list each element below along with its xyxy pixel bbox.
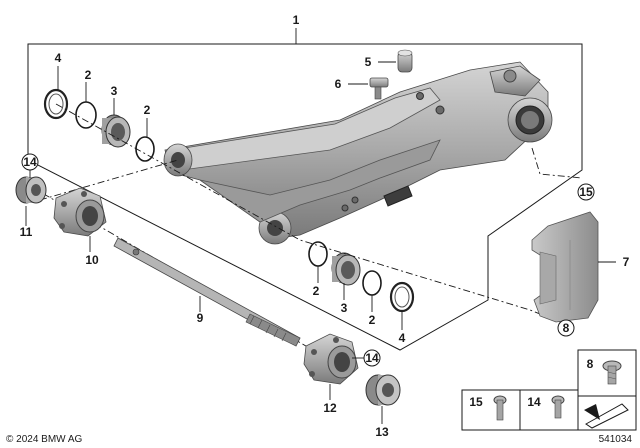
circlip-2-left-outer <box>75 101 97 129</box>
svg-text:8: 8 <box>587 357 594 371</box>
label-2-left-a: 2 <box>85 68 92 82</box>
seal-ring-4-left <box>43 88 69 120</box>
label-4-right: 4 <box>399 331 406 345</box>
flange-12 <box>303 333 359 385</box>
label-1: 1 <box>293 13 300 27</box>
label-4-left: 4 <box>55 51 62 65</box>
label-9: 9 <box>197 311 204 325</box>
flange-10 <box>53 187 107 237</box>
label-10: 10 <box>85 253 99 267</box>
arrow-symbol-icon <box>584 403 629 429</box>
label-2-right-a: 2 <box>313 284 320 298</box>
callout-8: 8 <box>557 319 575 337</box>
label-5: 5 <box>365 55 372 69</box>
callout-15: 15 <box>577 183 595 201</box>
bolt-icon <box>551 395 565 419</box>
bush-13 <box>365 374 401 406</box>
axis-line-15 <box>531 147 583 179</box>
label-6: 6 <box>335 77 342 91</box>
callout-14-left: 14 <box>21 153 39 171</box>
svg-text:14: 14 <box>23 155 37 169</box>
label-11: 11 <box>20 225 33 239</box>
callout-14-right: 14 <box>363 349 381 367</box>
svg-text:15: 15 <box>469 395 483 409</box>
label-3-right: 3 <box>341 301 348 315</box>
bush-11 <box>15 176 47 204</box>
cover-7 <box>531 211 599 323</box>
diagram-id: 541034 <box>599 434 633 445</box>
stud-6 <box>369 77 389 100</box>
circlip-2-right-b <box>362 270 382 296</box>
svg-text:8: 8 <box>563 321 570 335</box>
bearing-3-left <box>101 114 131 148</box>
label-3-left: 3 <box>111 84 118 98</box>
shaft-9 <box>113 237 301 347</box>
swing-arm <box>163 61 553 245</box>
legend-box-8: 8 <box>577 349 637 397</box>
label-7: 7 <box>623 255 630 269</box>
legend-box-14: 14 <box>519 389 579 431</box>
svg-text:15: 15 <box>579 185 593 199</box>
seal-ring-4-right <box>389 281 415 313</box>
sleeve-5 <box>397 49 413 73</box>
label-2-left-b: 2 <box>144 103 151 117</box>
axis-line-left <box>39 159 179 201</box>
circlip-2-right-a <box>308 241 328 267</box>
legend-box-arrow <box>577 395 637 431</box>
label-13: 13 <box>375 425 389 439</box>
label-12: 12 <box>323 401 337 415</box>
bearing-3-right <box>331 252 361 286</box>
svg-text:14: 14 <box>365 351 379 365</box>
copyright-text: © 2024 BMW AG <box>6 434 83 445</box>
legend-box-15: 15 <box>461 389 521 431</box>
torx-bolt-icon <box>602 360 622 385</box>
svg-text:14: 14 <box>527 395 541 409</box>
label-2-right-b: 2 <box>369 313 376 327</box>
bolt-icon <box>493 395 507 421</box>
